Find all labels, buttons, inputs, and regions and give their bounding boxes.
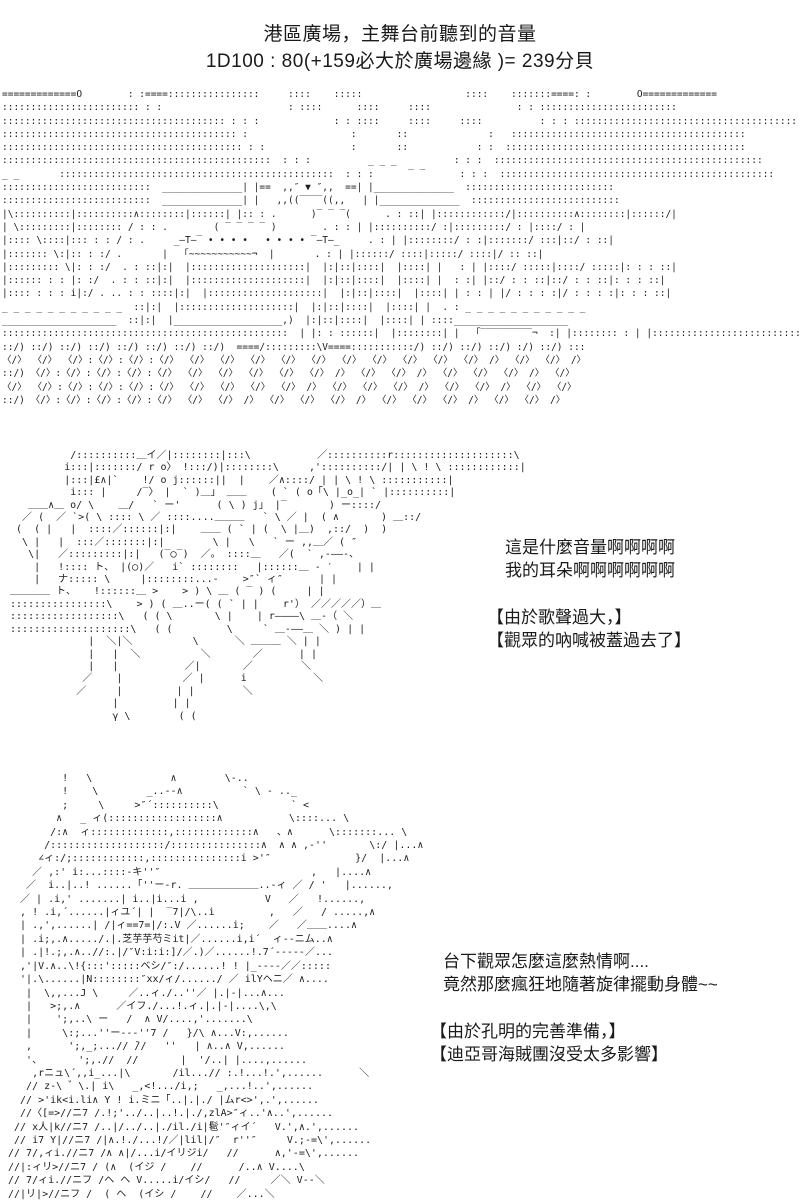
speech-line: 竟然那麼瘋狂地隨著旋律擺動身體~~ (443, 975, 718, 994)
dancing-character-ascii-art: ! \ ∧ \‐.. ! \ _..--∧ ` \ - .._ ; \ >″´:… (8, 773, 424, 1200)
scene-title-line2: 1D100 : 80(+159必大於廣場邊緣 )= 239分貝 (205, 51, 595, 72)
panel1-narration: 【由於歌聲過大，】 【觀眾的吶喊被蓋過去了】 (487, 606, 691, 652)
panel1-speech: 這是什麼音量啊啊啊啊 我的耳朵啊啊啊啊啊啊 (505, 536, 675, 582)
shocked-characters-ascii-art: /::::::::::＿イ／|::::::::|:::\ ／::::::::::… (10, 450, 526, 722)
narration-line: 【迪亞哥海賊團沒受太多影響】 (430, 1045, 668, 1064)
speech-line: 我的耳朵啊啊啊啊啊啊 (505, 561, 675, 580)
panel2-narration: 【由於孔明的完善準備，】 【迪亞哥海賊團沒受太多影響】 (430, 1020, 668, 1066)
narration-line: 【由於歌聲過大，】 (487, 608, 632, 627)
harbor-plaza-stage-ascii-art: =============O : :====:::::::::::::::: :… (2, 89, 800, 406)
scene-header: 港區廣場，主舞台前聽到的音量 1D100 : 80(+159必大於廣場邊緣 )=… (0, 21, 800, 75)
narration-line: 【由於孔明的完善準備，】 (430, 1022, 626, 1041)
panel2-speech: 台下觀眾怎麼這麼熱情啊.... 竟然那麼瘋狂地隨著旋律擺動身體~~ (443, 950, 718, 996)
narration-line: 【觀眾的吶喊被蓋過去了】 (487, 631, 691, 650)
speech-line: 這是什麼音量啊啊啊啊 (505, 538, 675, 557)
speech-line: 台下觀眾怎麼這麼熱情啊.... (443, 952, 649, 971)
scene-title-line1: 港區廣場，主舞台前聽到的音量 (263, 24, 537, 45)
